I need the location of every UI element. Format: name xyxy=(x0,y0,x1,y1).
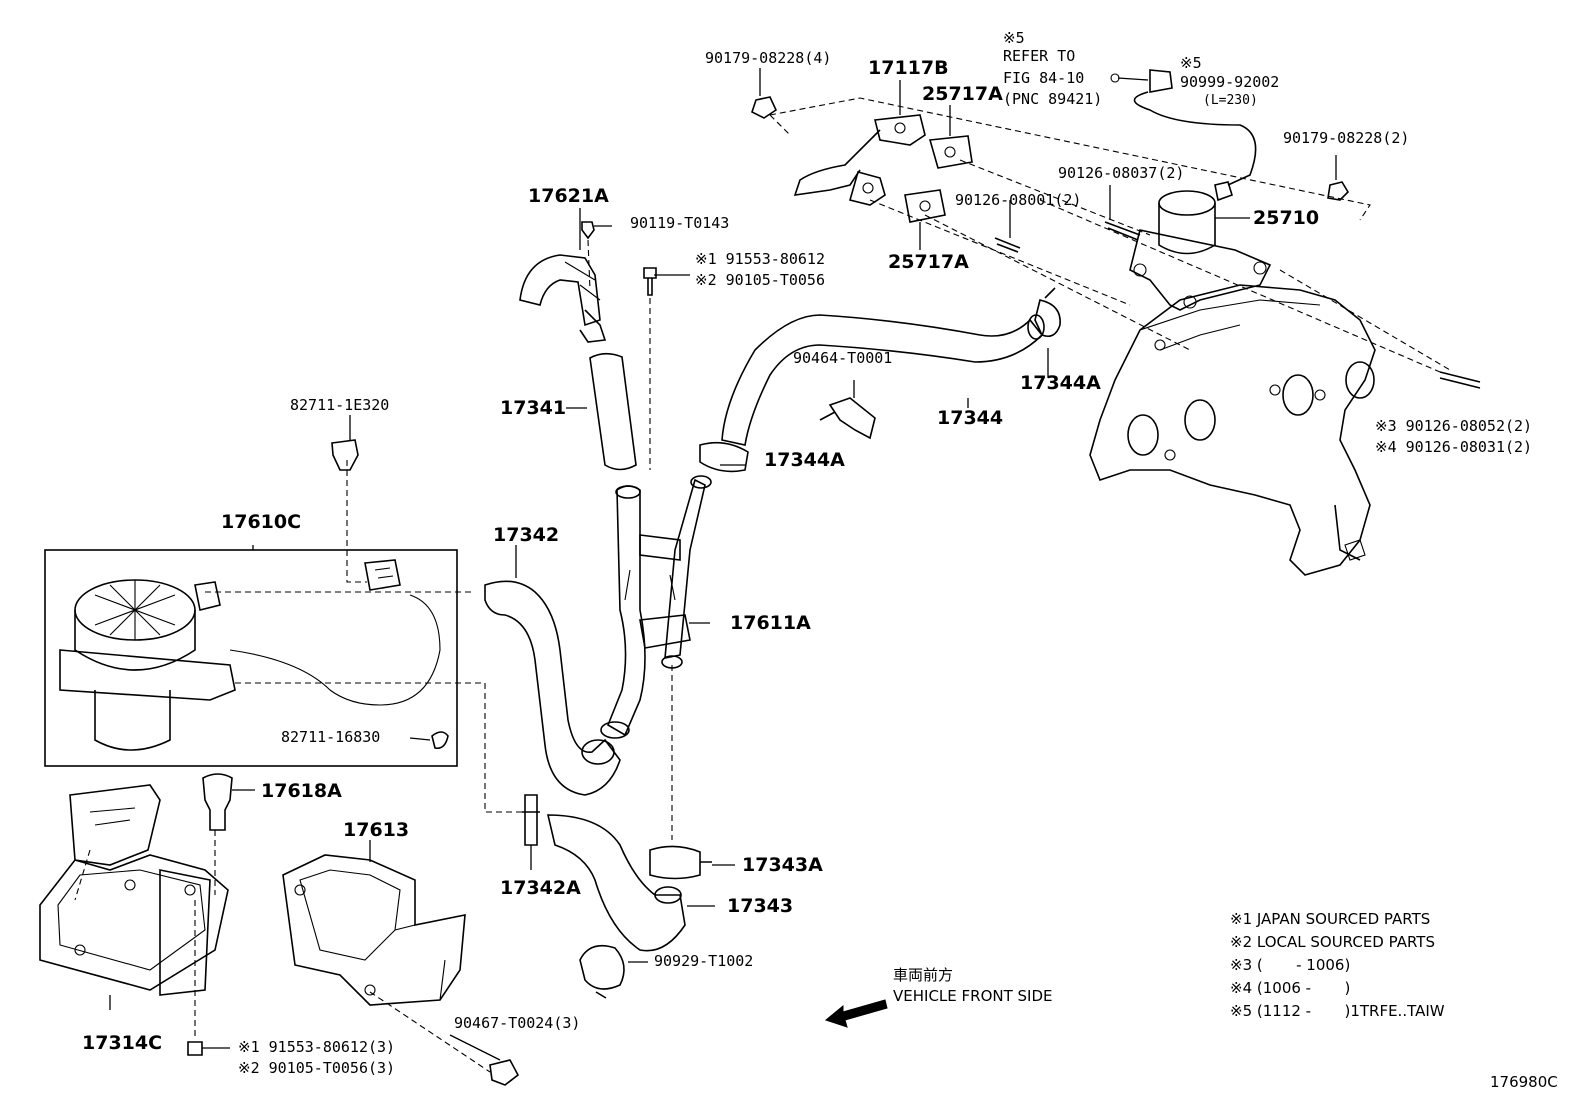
hose-17343 xyxy=(546,814,686,952)
label-17618a: 17618A xyxy=(261,780,342,802)
air-switching-valve xyxy=(1129,181,1272,311)
grommet-90929 xyxy=(579,944,625,999)
label-17343: 17343 xyxy=(727,895,794,917)
exhaust-manifold xyxy=(1089,284,1376,576)
label-17341: 17341 xyxy=(500,397,567,419)
label-91553-80612-bottom: ※1 91553-80612(3) xyxy=(238,1038,396,1056)
label-90929-t1002: 90929-T1002 xyxy=(654,952,754,970)
label-82711-16830: 82711-16830 xyxy=(281,728,381,746)
stud-90126-08001 xyxy=(994,237,1021,253)
label-25710: 25710 xyxy=(1253,207,1320,229)
label-90119-t0143: 90119-T0143 xyxy=(630,214,730,232)
vehicle-front-en: VEHICLE FRONT SIDE xyxy=(893,987,1053,1005)
label-17314c: 17314C xyxy=(82,1032,163,1054)
label-90126-08037: 90126-08037(2) xyxy=(1058,164,1185,182)
hose-17342 xyxy=(484,580,621,796)
legend-row: ※5 (1112 - )1TRFE..TAIW xyxy=(1230,1002,1445,1020)
legend-row: ※3 ( - 1006) xyxy=(1230,956,1351,974)
bolt-91553-bottom xyxy=(187,1041,203,1056)
figure-id: 176980C xyxy=(1490,1073,1558,1091)
label-90126-08052: ※3 90126-08052(2) xyxy=(1375,417,1533,435)
label-17613: 17613 xyxy=(343,819,410,841)
clip-90464 xyxy=(819,397,876,440)
label-82711-1e320: 82711-1E320 xyxy=(290,396,390,414)
vehicle-front-jp: 車両前方 xyxy=(893,966,954,984)
front-arrow-icon xyxy=(824,999,888,1028)
bracket-17314c xyxy=(39,784,229,996)
label-17342a: 17342A xyxy=(500,877,581,899)
clamp-17344a-left xyxy=(699,441,749,473)
bolt-91553-top xyxy=(643,267,657,296)
stud-90126-08037 xyxy=(1104,221,1141,241)
label-17343a: 17343A xyxy=(742,854,823,876)
pipe-17611a xyxy=(600,475,712,739)
clip-90467 xyxy=(489,1059,520,1086)
label-ref-mark: ※5 xyxy=(1003,29,1025,47)
hose-17344 xyxy=(721,314,1044,446)
footnote-legend: ※1 JAPAN SOURCED PARTS ※2 LOCAL SOURCED … xyxy=(1230,908,1445,1023)
bolt-90119 xyxy=(581,221,595,240)
legend-row: ※1 JAPAN SOURCED PARTS xyxy=(1230,910,1431,928)
elbow-17621a xyxy=(519,254,607,343)
label-91553-80612-top: ※1 91553-80612 xyxy=(695,250,825,268)
label-pnc-89421: (PNC 89421) xyxy=(1003,90,1103,108)
legend-row: ※2 LOCAL SOURCED PARTS xyxy=(1230,933,1435,951)
clamp-17344a-right xyxy=(1034,287,1061,338)
label-25717a-bottom: 25717A xyxy=(888,251,969,273)
label-90464-t0001: 90464-T0001 xyxy=(793,349,893,367)
part-17618a xyxy=(202,773,233,831)
clip-82711-1e320 xyxy=(331,439,359,471)
label-90999-length: (L=230) xyxy=(1203,93,1258,108)
clamp-17343a xyxy=(649,845,712,880)
label-90999-mark: ※5 xyxy=(1180,54,1202,72)
label-90179-08228-4: 90179-08228(4) xyxy=(705,49,832,67)
gasket-bottom xyxy=(904,189,946,223)
label-17344: 17344 xyxy=(937,407,1004,429)
label-17611a: 17611A xyxy=(730,612,811,634)
label-90179-08228-2: 90179-08228(2) xyxy=(1283,129,1410,147)
clip-82711-16830 xyxy=(431,731,449,750)
label-90126-08001: 90126-08001(2) xyxy=(955,191,1082,209)
label-25717a-top: 25717A xyxy=(922,83,1003,105)
legend-row: ※4 (1006 - ) xyxy=(1230,979,1351,997)
label-90999-92002: 90999-92002 xyxy=(1180,73,1280,91)
gasket-top xyxy=(928,135,973,169)
nut-left xyxy=(751,96,778,119)
label-17344a-left: 17344A xyxy=(764,449,845,471)
label-17610c: 17610C xyxy=(221,511,302,533)
label-refer-to: REFER TO xyxy=(1003,47,1076,65)
vehicle-front-label: 車両前方 VEHICLE FRONT SIDE xyxy=(893,965,1053,1007)
label-90467-t0024: 90467-T0024(3) xyxy=(454,1014,581,1032)
label-17342: 17342 xyxy=(493,524,560,546)
stud-right xyxy=(1439,371,1481,389)
label-fig-84-10: FIG 84-10 xyxy=(1003,69,1085,87)
label-90105-t0056-bottom: ※2 90105-T0056(3) xyxy=(238,1059,396,1077)
label-90105-t0056-top: ※2 90105-T0056 xyxy=(695,271,825,289)
vacuum-connector xyxy=(1149,69,1173,93)
air-pump-box xyxy=(44,549,458,767)
label-17344a-right: 17344A xyxy=(1020,372,1101,394)
air-injection-pipe xyxy=(793,114,926,206)
label-17117b: 17117B xyxy=(868,57,949,79)
vacuum-hose xyxy=(1133,91,1257,186)
label-90126-08031: ※4 90126-08031(2) xyxy=(1375,438,1533,456)
connector-17342a xyxy=(522,794,540,846)
cover-17613 xyxy=(282,854,466,1006)
hose-17341 xyxy=(589,352,637,471)
label-17621a: 17621A xyxy=(528,185,609,207)
air-pump xyxy=(59,559,441,751)
